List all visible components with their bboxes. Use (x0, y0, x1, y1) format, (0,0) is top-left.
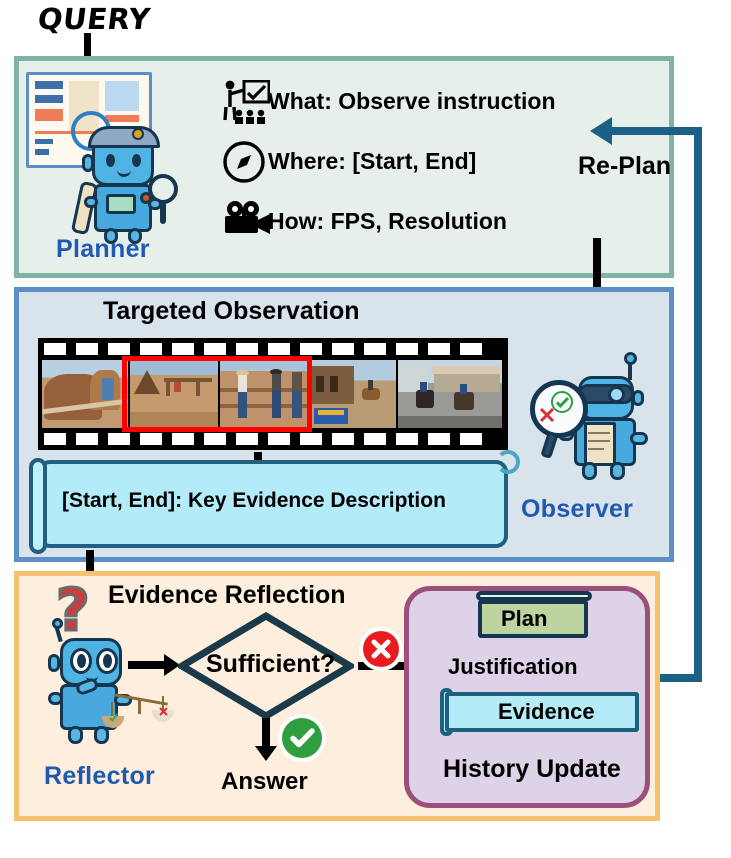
compass-icon (222, 140, 266, 184)
answer-label: Answer (221, 768, 308, 795)
decision-label: Sufficient? (206, 650, 336, 678)
planner-row-where: Where: [Start, End] (268, 148, 477, 174)
query-label: QUERY (35, 2, 153, 36)
cross-icon (539, 407, 555, 423)
plan-card-top-roll (476, 591, 592, 601)
filmstrip-frame (312, 360, 396, 428)
targeted-observation-title: Targeted Observation (103, 297, 360, 325)
cross-badge-icon (363, 631, 399, 667)
scroll-right-curl (496, 450, 520, 474)
evidence-description-text: [Start, End]: Key Evidence Description (62, 489, 446, 512)
replan-label: Re-Plan (578, 152, 672, 180)
reflector-agent-label: Reflector (44, 762, 156, 790)
reflector-robot-avatar (42, 618, 174, 752)
filmstrip-frame (398, 360, 502, 428)
movie-camera-icon (222, 200, 272, 238)
key-evidence-description-box (38, 460, 508, 548)
history-update-title: History Update (443, 755, 621, 783)
evidence-card-label: Evidence (498, 699, 595, 724)
evidence-card (445, 692, 639, 732)
filmstrip-frame (220, 360, 310, 428)
planner-row-what: What: Observe instruction (268, 88, 556, 114)
filmstrip (38, 338, 508, 450)
presenter-board-icon (222, 79, 271, 126)
observer-agent-label: Observer (521, 495, 634, 523)
planner-row-how: How: FPS, Resolution (268, 208, 507, 234)
scales-icon (102, 693, 174, 750)
planner-agent-label: Planner (56, 235, 150, 263)
filmstrip-frame (42, 360, 128, 428)
filmstrip-frame (130, 360, 218, 428)
filmstrip-highlight-box (122, 356, 312, 432)
plan-card (478, 600, 588, 638)
check-badge-icon (282, 718, 322, 758)
observer-robot-avatar (530, 352, 660, 493)
justification-label: Justification (448, 654, 578, 679)
decision-diamond (175, 611, 357, 721)
check-icon (551, 391, 573, 413)
evidence-reflection-title: Evidence Reflection (108, 581, 346, 609)
scroll-left-roll (29, 458, 47, 554)
plan-card-label: Plan (501, 606, 548, 631)
planner-robot-avatar (70, 118, 178, 244)
